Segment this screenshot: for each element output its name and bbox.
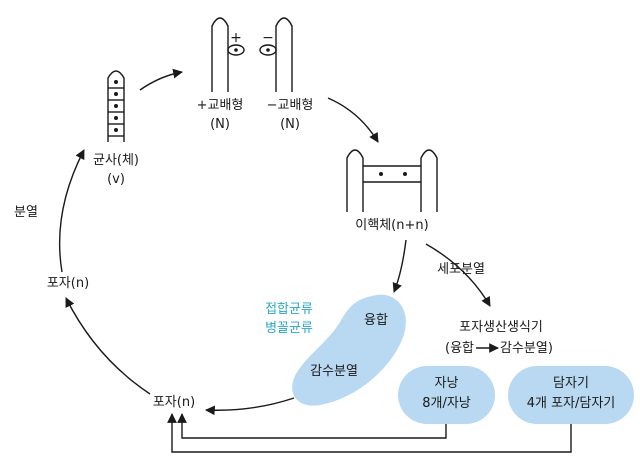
reproductive-sub-left: (융합 — [445, 341, 474, 356]
spore-left-label: 포자(n) — [46, 276, 90, 291]
plus-mating-hypha-icon — [211, 17, 245, 92]
division-label: 분열 — [14, 205, 38, 220]
ascus-desc: 8개/자낭 — [422, 396, 471, 411]
arrow-hyphae-to-mating — [139, 68, 183, 91]
meiosis-label: 감수분열 — [310, 364, 358, 379]
arrow-blob-to-spore — [205, 397, 295, 416]
hyphae-label: 균사(체) — [92, 153, 140, 168]
minus-sign: − — [262, 30, 274, 46]
minus-mating-label: −교배형 — [266, 98, 314, 113]
reproductive-sub-right: 감수분열) — [500, 341, 553, 356]
arrow-dikaryon-to-blob — [392, 239, 407, 293]
basidium-box — [508, 366, 634, 424]
dikaryon-icon — [346, 149, 438, 212]
minus-mating-ploidy: (N) — [280, 117, 300, 132]
arrow-dikaryon-to-reproductive — [425, 243, 491, 307]
arrow-mating-to-dikaryon — [327, 97, 379, 143]
cell-division-label: 세포분열 — [437, 262, 485, 277]
ascus-box — [398, 366, 495, 424]
reproductive-structure-title: 포자생산생식기 — [459, 320, 543, 335]
ascus-title: 자낭 — [434, 376, 459, 391]
chytridiomycota-label: 병꼴균류 — [265, 321, 313, 336]
fusion-meiosis-blob — [292, 294, 406, 406]
arrow-spore-to-hyphae — [58, 149, 85, 273]
plus-mating-label: +교배형 — [196, 98, 244, 113]
fusion-label: 융합 — [364, 313, 388, 328]
plus-sign: + — [230, 30, 242, 46]
zygomycota-label: 접합균류 — [265, 302, 313, 317]
minus-mating-hypha-icon — [259, 17, 293, 92]
hyphae-ploidy: (v) — [107, 172, 125, 187]
hyphae-icon — [107, 70, 125, 142]
arrow-basidium-to-spore — [167, 413, 572, 453]
plus-mating-ploidy: (N) — [210, 117, 230, 132]
arrow-ascus-to-spore — [177, 413, 447, 439]
basidium-title: 담자기 — [553, 376, 589, 391]
arrow-spore-to-spore — [65, 297, 151, 395]
spore-bottom-label: 포자(n) — [152, 395, 196, 410]
basidium-desc: 4개 포자/담자기 — [526, 396, 616, 411]
dikaryon-label: 이핵체(n+n) — [355, 218, 429, 233]
